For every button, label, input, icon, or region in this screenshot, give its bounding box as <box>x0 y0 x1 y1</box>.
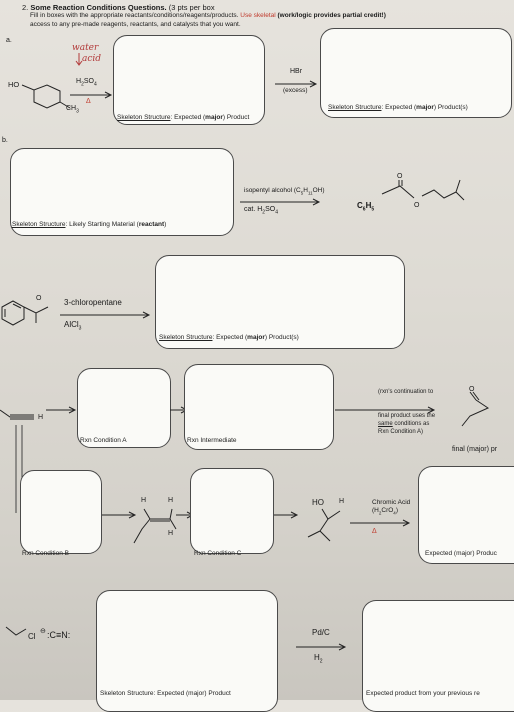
question-number: 2. <box>22 3 29 12</box>
part-a-label: a. <box>6 37 12 44</box>
reaction-arrow-b <box>240 198 321 206</box>
ketone-reactant-o: O <box>36 295 42 302</box>
answer-box-e[interactable] <box>96 590 278 712</box>
partial-credit-note: (work/logic provides partial credit!) <box>277 12 386 19</box>
reaction-arrow-a1 <box>70 91 113 99</box>
answer-box-b-caption: Skeleton Structure: Likely Starting Mate… <box>12 221 167 228</box>
terminal-alkyne-structure <box>0 409 34 420</box>
continuation-note-2: final product uses the <box>378 413 436 419</box>
vinyl-h-2: H <box>168 497 174 504</box>
instructions-line-2: access to any pre-made reagents, reactan… <box>30 21 241 28</box>
answer-box-condition-b[interactable] <box>20 470 102 554</box>
ester-product-structure <box>381 179 465 201</box>
reaction-arrow-d6 <box>274 511 299 519</box>
reagent-hbr: HBr <box>290 68 303 75</box>
continuation-note-3: same conditions as <box>378 421 430 427</box>
product-phenyl-group: C6H5 <box>357 201 375 213</box>
product-ester-o: O <box>414 202 420 209</box>
question-header: 2. Some Reaction Conditions Questions. (… <box>22 3 215 12</box>
reactant-ch3: CH3 <box>66 105 79 115</box>
alkyl-chloride-structure <box>5 626 27 636</box>
reaction-arrow-a2 <box>275 80 318 88</box>
answer-box-condition-a[interactable] <box>77 368 171 448</box>
alcohol-intermediate-structure <box>307 508 341 542</box>
ketone-reactant-structure <box>1 300 49 326</box>
answer-box-condition-c-caption: Rxn Condition C <box>194 550 242 557</box>
reaction-arrow-d3 <box>335 406 436 414</box>
reactant-ho: HO <box>8 80 20 89</box>
alcohol-h-label: H <box>339 498 345 505</box>
answer-box-a2-caption: Skeleton Structure: Expected (major) Pro… <box>328 104 468 111</box>
reagent-pd-c: Pd/C <box>312 628 330 637</box>
alcohol-ho-label: HO <box>312 498 324 507</box>
reagent-aluminum-chloride: AlCl3 <box>64 320 82 332</box>
handwritten-down-arrow <box>75 53 83 66</box>
aldehyde-product-o: O <box>469 386 475 393</box>
heat-symbol-d: Δ <box>372 528 377 535</box>
answer-box-d-product[interactable] <box>418 466 514 564</box>
answer-box-e-product-caption: Expected product from your previous re <box>366 690 480 697</box>
chloride-label: Cl <box>28 632 36 641</box>
answer-box-e-caption: Skeleton Structure: Expected (major) Pro… <box>100 690 231 697</box>
reaction-arrow-d1 <box>46 406 77 414</box>
cyanide-charge: ⊖ <box>40 628 46 635</box>
answer-box-c[interactable] <box>155 255 405 349</box>
answer-box-b[interactable] <box>10 148 234 236</box>
alkyne-h-label: H <box>38 414 44 421</box>
alkene-intermediate-structure <box>133 508 177 544</box>
answer-box-c-caption: Skeleton Structure: Expected (major) Pro… <box>159 334 299 341</box>
aldehyde-product-structure <box>461 391 490 427</box>
cyclohexanol-structure <box>21 84 71 109</box>
reagent-3-chloropentane: 3-chloropentane <box>64 298 122 307</box>
reaction-arrow-e <box>296 643 347 651</box>
reagent-sulfuric-acid: H2SO4 <box>76 78 97 88</box>
product-carbonyl-o: O <box>397 173 403 180</box>
reaction-arrow-c <box>60 311 151 319</box>
answer-box-intermediate[interactable] <box>184 364 334 450</box>
question-title: Some Reaction Conditions Questions. <box>30 3 167 12</box>
answer-box-a1-caption: Skeleton Structure: Expected (major) Pro… <box>117 114 250 121</box>
reagent-cat-sulfuric: cat. H2SO4 <box>244 206 278 216</box>
answer-box-a2[interactable] <box>320 28 512 118</box>
part-b-label: b. <box>2 137 8 144</box>
handwritten-acid: acid <box>82 54 102 64</box>
instructions-line-1: Fill in boxes with the appropriate react… <box>30 12 386 19</box>
vinyl-h-3: H <box>168 530 174 537</box>
reagent-hbr-excess: (excess) <box>283 87 308 94</box>
final-product-label: final (major) pr <box>452 446 498 453</box>
cyanide-nucleophile: :C≡N: <box>47 630 71 640</box>
answer-box-condition-a-caption: Rxn Condition A <box>80 437 127 444</box>
reaction-arrow-d4 <box>102 511 137 519</box>
continuation-note-1: (rxn's continuation to <box>378 389 434 395</box>
reagent-chromic-acid: Chromic Acid <box>372 499 411 506</box>
points-text: (3 pts per box <box>168 3 215 12</box>
vinyl-h-1: H <box>141 497 147 504</box>
answer-box-condition-c[interactable] <box>190 468 274 554</box>
reagent-chromic-formula: (H2CrO4) <box>372 507 398 516</box>
reagent-hydrogen: H2 <box>314 653 323 665</box>
reaction-arrow-d7 <box>350 519 411 527</box>
answer-box-condition-b-caption: Rxn Condition B <box>22 550 69 557</box>
continuation-note-4: Rxn Condition A) <box>378 429 424 435</box>
answer-box-intermediate-caption: Rxn Intermediate <box>187 437 237 444</box>
answer-box-a1[interactable] <box>113 35 265 125</box>
reagent-isopentyl-alcohol: isopentyl alcohol (C5H11OH) <box>244 187 325 196</box>
handwritten-water: water <box>72 43 99 53</box>
answer-box-d-product-caption: Expected (major) Produc <box>425 550 497 557</box>
heat-symbol-a: Δ <box>86 98 91 105</box>
skeletal-note: Use skeletal <box>240 12 276 19</box>
